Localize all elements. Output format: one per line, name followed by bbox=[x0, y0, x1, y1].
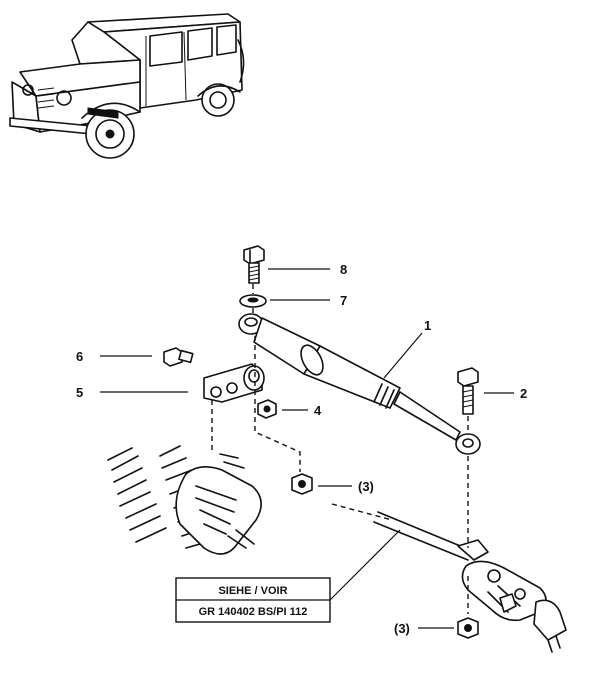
callout-4: 4 bbox=[314, 403, 322, 418]
callout-2: 2 bbox=[520, 386, 527, 401]
leader-lines bbox=[100, 268, 514, 629]
nut-3-upper bbox=[291, 473, 313, 495]
nut-3-lower bbox=[457, 617, 479, 639]
reference-box-line-2: GR 140402 BS/PI 112 bbox=[199, 606, 308, 618]
callout-3-upper: (3) bbox=[358, 479, 374, 494]
callout-8: 8 bbox=[340, 262, 347, 277]
assembly-lines bbox=[211, 284, 469, 614]
callout-7: 7 bbox=[340, 293, 347, 308]
callout-5: 5 bbox=[76, 385, 83, 400]
callout-3-lower: (3) bbox=[394, 621, 410, 636]
callout-6: 6 bbox=[76, 349, 83, 364]
bolt-6 bbox=[163, 347, 194, 367]
bolt-2 bbox=[457, 367, 479, 415]
steering-linkage bbox=[331, 503, 567, 653]
nut-4 bbox=[257, 399, 277, 419]
vehicle-illustration bbox=[9, 13, 245, 159]
reference-box: SIEHE / VOIR GR 140402 BS/PI 112 bbox=[175, 577, 331, 623]
steering-damper-1 bbox=[238, 313, 481, 455]
reference-box-line-1: SIEHE / VOIR bbox=[218, 585, 287, 597]
frame-section bbox=[107, 445, 262, 555]
washer-7 bbox=[239, 294, 267, 308]
callout-1: 1 bbox=[424, 318, 431, 333]
callout-labels: 8 7 1 2 6 5 4 (3) (3) bbox=[76, 262, 527, 636]
bolt-8 bbox=[243, 245, 265, 284]
bracket-5 bbox=[203, 363, 265, 403]
